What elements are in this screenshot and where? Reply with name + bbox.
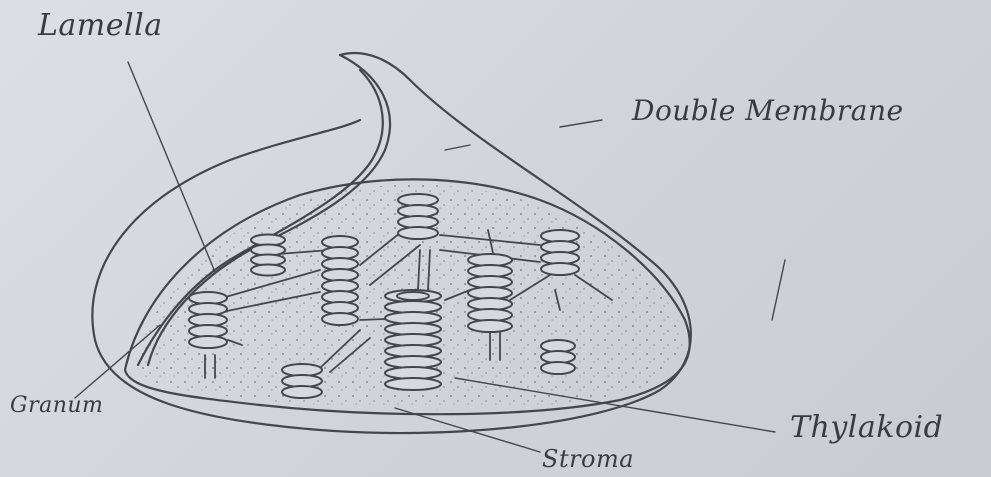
thylakoid-disc bbox=[398, 227, 438, 239]
thylakoid-disc bbox=[322, 313, 358, 325]
pointer-double-membrane bbox=[560, 120, 602, 127]
thylakoid-disc bbox=[251, 265, 285, 276]
thylakoid-disc bbox=[282, 386, 322, 398]
page-mark bbox=[772, 260, 785, 320]
pointer-lamella bbox=[128, 62, 215, 272]
label-thylakoid: Thylakoid bbox=[790, 410, 943, 445]
thylakoid-disc bbox=[468, 320, 512, 332]
label-stroma: Stroma bbox=[542, 445, 634, 473]
pointer-double-membrane-2 bbox=[445, 145, 470, 150]
label-lamella: Lamella bbox=[38, 8, 163, 43]
thylakoid-disc bbox=[385, 378, 441, 390]
thylakoid-disc bbox=[541, 263, 579, 275]
label-double-membrane: Double Membrane bbox=[632, 94, 904, 127]
label-granum: Granum bbox=[10, 393, 103, 418]
thylakoid-disc bbox=[189, 336, 227, 348]
thylakoid-disc bbox=[541, 362, 575, 374]
